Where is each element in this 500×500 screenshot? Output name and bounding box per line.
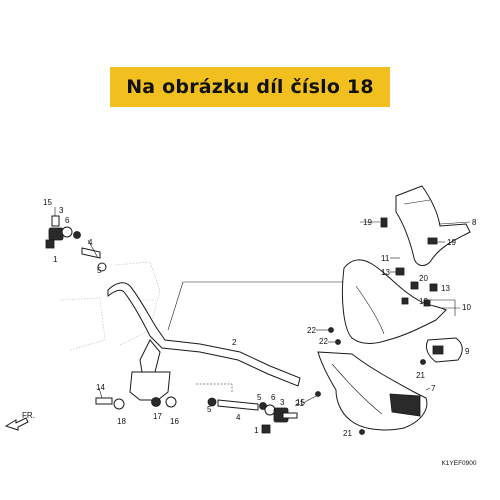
collar-18 — [113, 398, 125, 410]
left-clamp-group — [45, 207, 107, 272]
callout-13-b: 13 — [441, 284, 450, 293]
banner-text: Na obrázku díl číslo 18 — [126, 76, 374, 98]
callout-17: 17 — [153, 412, 162, 421]
callout-21-c: 21 — [343, 429, 352, 438]
shaft-5-right-cap — [207, 397, 217, 407]
callout-labels: 15 3 6 4 1 5 2 14 18 5 17 16 5 4 6 3 15 … — [43, 198, 477, 438]
holder-1-left — [45, 239, 55, 249]
direction-label: FR. — [22, 411, 35, 420]
callout-9: 9 — [465, 347, 470, 356]
handlebar-front-cover-8 — [380, 185, 471, 266]
part-number-banner: Na obrázku díl číslo 18 — [110, 67, 390, 107]
washer-6-left — [61, 226, 73, 238]
callout-22-a: 22 — [307, 326, 316, 335]
screw-22-a — [328, 327, 334, 333]
callout-14: 14 — [96, 383, 105, 392]
callout-19-b: 19 — [447, 238, 456, 247]
clip-12-a — [401, 297, 409, 305]
callout-5: 5 — [97, 266, 102, 275]
callout-4: 4 — [88, 238, 93, 247]
diagram-code: K1YEF0900 — [441, 460, 476, 467]
screw-21-a-bottom — [315, 391, 321, 397]
screw-22-b — [335, 339, 341, 345]
inner-panel-9 — [420, 337, 463, 365]
callout-15-right: 15 — [296, 398, 305, 407]
callout-19-a: 19 — [363, 218, 372, 227]
callout-3: 3 — [59, 206, 64, 215]
bolt-15-left — [51, 215, 60, 227]
callout-22-b: 22 — [319, 337, 328, 346]
screw-21-c — [359, 429, 365, 435]
screw-21-b — [420, 359, 426, 365]
leader-lines — [302, 221, 471, 404]
washer-6-right — [264, 404, 276, 416]
callout-15: 15 — [43, 198, 52, 207]
callout-5-mid: 5 — [207, 405, 212, 414]
steering-stem-mount — [129, 371, 171, 401]
callout-16: 16 — [170, 417, 179, 426]
washer-16 — [165, 396, 177, 408]
callout-13-a: 13 — [381, 268, 390, 277]
callout-5-right: 5 — [257, 393, 262, 402]
nut-4-left — [73, 231, 81, 239]
callout-10: 10 — [462, 303, 471, 312]
clip-13-b — [429, 283, 438, 292]
callout-2: 2 — [232, 338, 237, 347]
handlebar-lower-cover-7 — [315, 351, 428, 435]
background-frame-outline — [59, 261, 161, 351]
shaft-5-right — [217, 399, 259, 411]
nut-17 — [151, 397, 161, 407]
right-clamp-group — [196, 383, 298, 434]
screw-19-b — [427, 237, 438, 245]
callout-11: 11 — [381, 254, 390, 263]
callout-6-right: 6 — [271, 393, 276, 402]
cover-7-recess — [389, 393, 421, 417]
callout-7: 7 — [431, 384, 436, 393]
mounting-bolt-group — [95, 387, 177, 410]
callout-1: 1 — [53, 255, 58, 264]
callout-8: 8 — [472, 218, 477, 227]
cap-left — [97, 262, 107, 272]
callout-4-right: 4 — [236, 413, 241, 422]
grommet-20 — [410, 281, 419, 290]
handlebar-post — [139, 339, 161, 373]
holder-1-right — [261, 424, 271, 434]
panel-9-insert — [432, 345, 444, 355]
clip-12-b — [423, 299, 431, 307]
callout-12: 12 — [419, 297, 428, 306]
callout-21-a: 21 — [295, 399, 304, 408]
callout-6: 6 — [65, 216, 70, 225]
callout-18: 18 — [117, 417, 126, 426]
clip-13-a — [395, 267, 405, 276]
front-direction-arrow-icon — [4, 417, 29, 431]
callout-21-b: 21 — [416, 371, 425, 380]
callout-20: 20 — [419, 274, 428, 283]
clamp-3-left — [48, 227, 64, 241]
callout-3-right: 3 — [280, 398, 285, 407]
bolt-15-right — [282, 412, 298, 419]
bolt-14 — [95, 397, 113, 405]
handlebar-pipe-2 — [107, 281, 379, 401]
handlebar-rear-cover-10 — [328, 259, 447, 345]
callout-1-right: 1 — [254, 426, 259, 435]
screw-19-a — [380, 217, 388, 228]
